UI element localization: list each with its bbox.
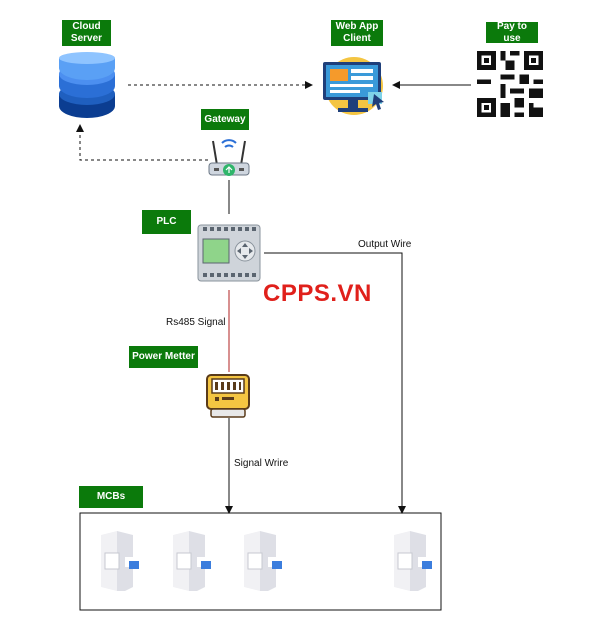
qr-code-icon bbox=[477, 51, 543, 117]
gateway-label: Gateway bbox=[201, 109, 249, 130]
database-icon bbox=[59, 52, 115, 118]
plc-icon bbox=[197, 224, 261, 282]
output-wire-text: Output Wire bbox=[358, 239, 412, 250]
mcb-container bbox=[79, 512, 442, 611]
output-wire-arrow bbox=[264, 252, 406, 514]
mcb-icon bbox=[173, 531, 211, 591]
mcb-icon bbox=[394, 531, 432, 591]
mcbs-label: MCBs bbox=[79, 486, 143, 508]
signal-wire-text: Signal Wrire bbox=[234, 458, 289, 469]
mcb-icon bbox=[244, 531, 282, 591]
plc-label: PLC bbox=[142, 210, 191, 234]
rs485-signal-text: Rs485 Signal bbox=[166, 317, 226, 328]
gateway-to-cloud-dashed-arrow bbox=[76, 124, 208, 161]
monitor-icon bbox=[323, 57, 384, 115]
power-meter-icon bbox=[206, 374, 250, 418]
mcb-icon bbox=[101, 531, 139, 591]
pay-to-use-label: Pay to use bbox=[486, 21, 538, 44]
router-icon bbox=[208, 139, 250, 176]
power-meter-label: Power Metter bbox=[129, 346, 198, 368]
web-app-client-label: Web App Client bbox=[331, 20, 383, 46]
cloud-server-label: Cloud Server bbox=[62, 20, 111, 46]
brand-watermark: CPPS.VN bbox=[263, 280, 372, 307]
